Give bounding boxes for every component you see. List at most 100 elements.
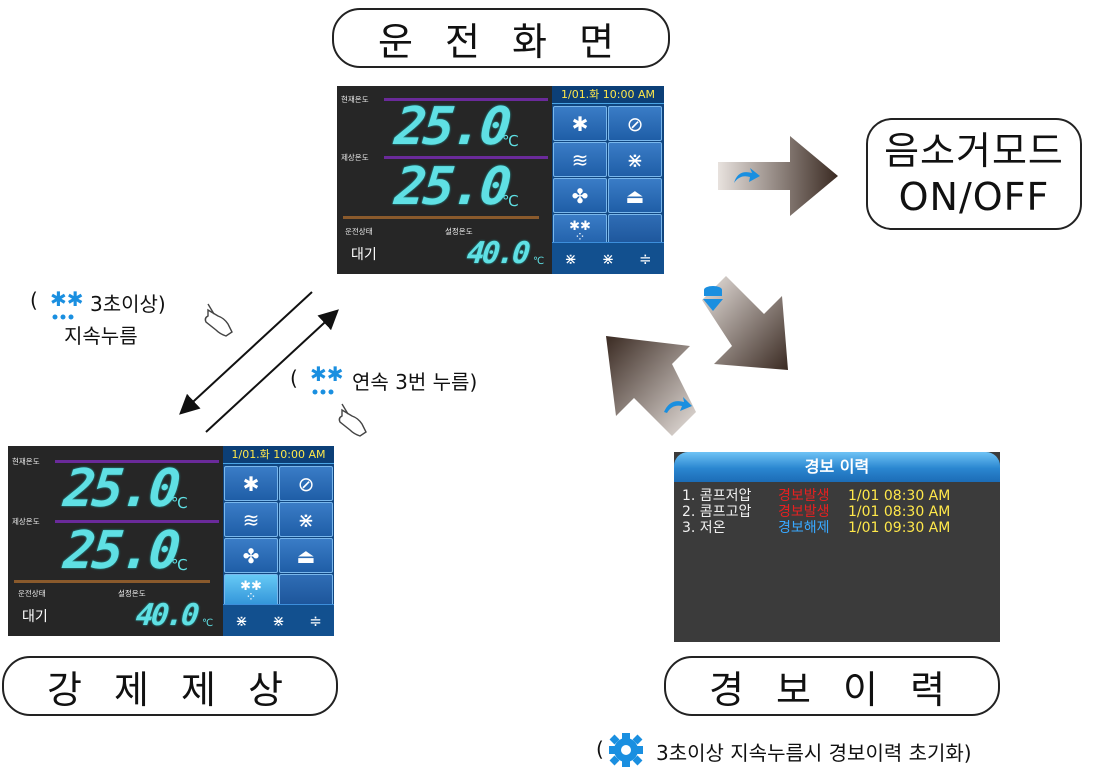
alarm-state: 경보발생	[778, 488, 830, 504]
hold-note-line2: 지속누름	[64, 324, 138, 348]
defrost-button[interactable]: ✱✱⁘	[224, 574, 278, 609]
state-value: 대기	[22, 609, 48, 625]
fan-button[interactable]: ✤	[553, 178, 607, 213]
damper-icon: ⊘	[626, 111, 644, 136]
defrost-mode-icon: ⋇	[297, 507, 315, 532]
set-temp-unit: ℃	[533, 256, 545, 267]
divider	[55, 520, 219, 523]
to-defrost-arrow	[179, 291, 313, 415]
alarm-button[interactable]: ⏏	[608, 178, 662, 213]
defrost-icon: ✱✱⁘	[240, 578, 262, 605]
defrost-temp-label: 제상온도	[341, 153, 369, 162]
heater-icon: ≋	[571, 147, 589, 172]
cooling-button[interactable]: ✱	[553, 106, 607, 141]
return-arrow-icon	[664, 397, 692, 413]
reset-note-text: 3초이상 지속누름시 경보이력 초기화)	[656, 741, 972, 765]
defrost-temp-unit: ℃	[502, 192, 519, 210]
alarm-state: 경보발생	[778, 504, 830, 520]
alarm-panel-header: 경보 이력	[674, 452, 1000, 482]
mode-footer: ⋇ ⋇ ≑	[552, 242, 664, 274]
current-temp-unit: ℃	[171, 494, 188, 512]
button-grid: 1/01.화 10:00 AM ✱ ⊘ ≋ ⋇ ✤ ⏏ ✱✱⁘ ⋇ ⋇ ≑	[552, 86, 664, 274]
mute-mode-line1: 음소거모드	[884, 129, 1064, 173]
damper-button[interactable]: ⊘	[608, 106, 662, 141]
defrost-icon: ✱✱	[50, 287, 84, 320]
down-button-icon	[703, 286, 723, 311]
defrost-icon: ✱✱	[310, 362, 344, 395]
mode-footer: ⋇ ⋇ ≑	[223, 604, 334, 636]
current-temp-label: 현재온도	[341, 95, 369, 104]
heater-button[interactable]: ≋	[553, 142, 607, 177]
cool-low-icon: ⋇	[564, 249, 577, 268]
mute-mode-line2: ON/OFF	[898, 175, 1050, 219]
hold-note-text: 3초이상)	[90, 292, 166, 316]
state-value: 대기	[351, 247, 377, 263]
state-label: 운전상태	[345, 227, 373, 236]
damper-icon: ⊘	[297, 471, 315, 496]
hand-pointer-icon	[204, 303, 233, 337]
alarm-state: 경보해제	[778, 520, 830, 536]
lcd-area: 현재온도 25.0 ℃ 제상온도 25.0 ℃ 운전상태 설정온도 대기 40.…	[8, 446, 223, 636]
defrost-mode-button[interactable]: ⋇	[279, 502, 333, 537]
forced-defrost-title: 강 제 제 상	[2, 656, 338, 716]
divider	[14, 580, 210, 583]
fan-icon: ✤	[571, 183, 589, 208]
right-arrow-shape	[718, 136, 838, 216]
cooling-button[interactable]: ✱	[224, 466, 278, 501]
snowflake-icon: ✱	[242, 471, 260, 496]
defrost-mode-button[interactable]: ⋇	[608, 142, 662, 177]
divider	[55, 460, 219, 463]
divider	[384, 98, 548, 101]
heater-button[interactable]: ≋	[224, 502, 278, 537]
defrost-temp-label: 제상온도	[12, 517, 40, 526]
divider	[343, 216, 539, 219]
lcd-area: 현재온도 25.0 ℃ 제상온도 25.0 ℃ 운전상태 설정온도 대기 40.…	[337, 86, 552, 274]
vent-info-icon: ≑	[309, 611, 322, 630]
to-operation-arrow	[205, 309, 339, 433]
operation-panel: 현재온도 25.0 ℃ 제상온도 25.0 ℃ 운전상태 설정온도 대기 40.…	[337, 86, 664, 274]
press-note-paren: (	[290, 366, 298, 390]
alarm-name: 2. 콤프고압	[682, 504, 752, 520]
set-temp-label: 설정온도	[118, 589, 146, 598]
up-left-arrow-shape	[606, 336, 696, 436]
alarm-button[interactable]: ⏏	[279, 538, 333, 573]
svg-text:✱✱: ✱✱	[50, 287, 84, 311]
divider	[384, 156, 548, 159]
gear-icon	[609, 733, 643, 767]
defrost-temp-unit: ℃	[171, 556, 188, 574]
set-temp-unit: ℃	[202, 618, 214, 629]
alarm-lamp-icon: ⏏	[625, 183, 645, 208]
reset-note-paren: (	[596, 737, 604, 761]
alarm-time: 1/01 09:30 AM	[848, 520, 951, 536]
current-temp-label: 현재온도	[12, 457, 40, 466]
mute-mode-title: 음소거모드 ON/OFF	[866, 118, 1082, 230]
current-temp-unit: ℃	[502, 132, 519, 150]
alarm-history-panel: 경보 이력 1. 콤프저압 경보발생 1/01 08:30 AM 2. 콤프고압…	[674, 452, 1000, 642]
down-right-arrow-shape	[702, 276, 788, 370]
hold-note-paren: (	[30, 288, 38, 312]
alarm-name: 3. 저온	[682, 520, 726, 536]
alarm-time: 1/01 08:30 AM	[848, 488, 951, 504]
return-arrow-icon	[734, 168, 760, 183]
cool-high-icon: ⋇	[601, 249, 615, 268]
defrost-mode-icon: ⋇	[626, 147, 644, 172]
operation-screen-title: 운 전 화 면	[332, 8, 670, 68]
hand-pointer-icon	[338, 403, 367, 437]
heater-icon: ≋	[242, 507, 260, 532]
damper-button[interactable]: ⊘	[279, 466, 333, 501]
alarm-lamp-icon: ⏏	[296, 543, 316, 568]
fan-button[interactable]: ✤	[224, 538, 278, 573]
alarm-history-title: 경 보 이 력	[664, 656, 1000, 716]
alarm-name: 1. 콤프저압	[682, 488, 752, 504]
set-temp-label: 설정온도	[445, 227, 473, 236]
cool-high-icon: ⋇	[272, 611, 285, 630]
snowflake-icon: ✱	[571, 111, 589, 136]
fan-icon: ✤	[242, 543, 260, 568]
cool-low-icon: ⋇	[235, 611, 248, 630]
press-note-text: 연속 3번 누름)	[352, 370, 478, 394]
defrost-icon: ✱✱⁘	[569, 218, 591, 245]
clock-display: 1/01.화 10:00 AM	[223, 446, 334, 464]
button-grid: 1/01.화 10:00 AM ✱ ⊘ ≋ ⋇ ✤ ⏏ ✱✱⁘ ⋇ ⋇ ≑	[223, 446, 334, 636]
clock-display: 1/01.화 10:00 AM	[552, 86, 664, 104]
